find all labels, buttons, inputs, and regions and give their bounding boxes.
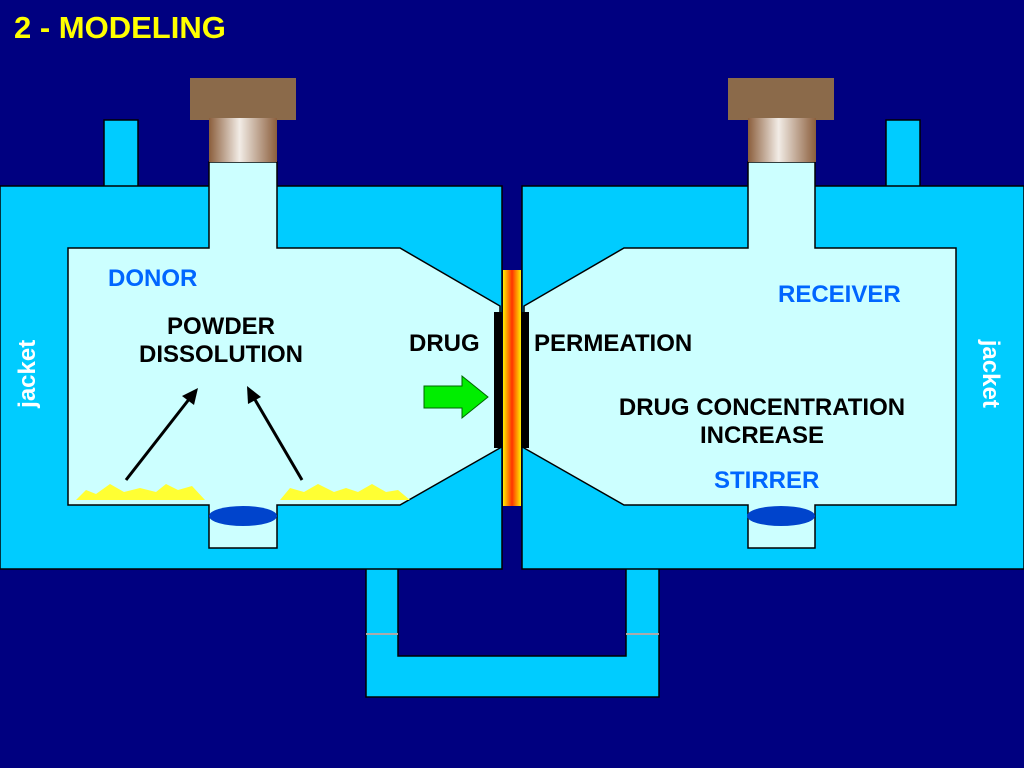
permeation-arrow (423, 374, 489, 420)
jacket-label-left: jacket (14, 339, 42, 408)
right-jacket-port (885, 119, 921, 191)
powder-deposit-right (280, 484, 410, 500)
membrane-holder-right (521, 312, 529, 448)
dissolution-arrow-right (247, 386, 304, 481)
membrane-holder-left (494, 312, 502, 448)
receiver-stirrer (747, 506, 815, 526)
concentration-label-line1: DRUG CONCENTRATION (618, 394, 906, 421)
receiver-cap (728, 78, 834, 162)
receiver-label: RECEIVER (778, 281, 901, 308)
dissolution-arrow-left (124, 388, 198, 481)
drug-label: DRUG (409, 330, 480, 357)
powder-label-line2: DISSOLUTION (138, 340, 303, 368)
receiver-chamber (523, 161, 957, 549)
concentration-label: DRUG CONCENTRATION INCREASE (583, 394, 941, 449)
powder-label-line1: POWDER (167, 313, 275, 340)
powder-dissolution-label: POWDER DISSOLUTION (114, 313, 328, 368)
donor-chamber (67, 161, 501, 549)
membrane (503, 270, 521, 506)
powder-deposit-left (76, 484, 205, 500)
left-jacket-port (103, 119, 139, 191)
donor-label: DONOR (108, 265, 198, 292)
concentration-label-line2: INCREASE (699, 421, 825, 449)
permeation-label: PERMEATION (534, 330, 693, 357)
stirrer-label: STIRRER (714, 467, 820, 494)
donor-cap (190, 78, 296, 162)
slide-title: 2 - MODELING (14, 10, 226, 45)
connecting-tube (365, 567, 660, 698)
jacket-label-right: jacket (976, 339, 1004, 408)
donor-stirrer (209, 506, 277, 526)
